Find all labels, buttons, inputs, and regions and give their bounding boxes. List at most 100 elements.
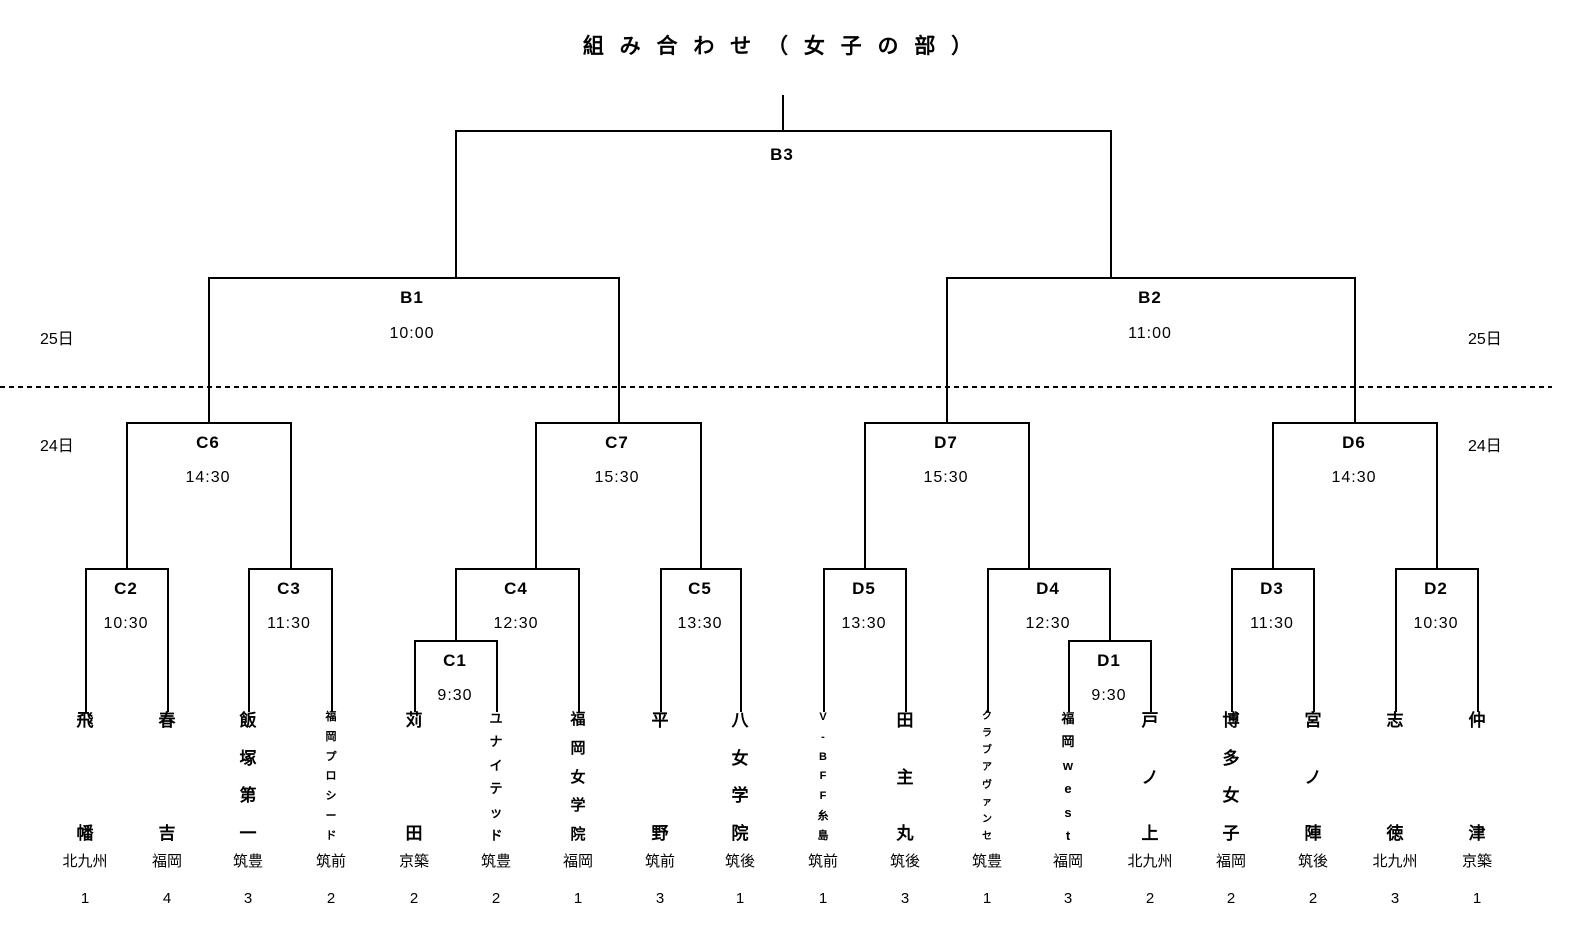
team-name: 仲津 — [1468, 711, 1486, 843]
day-label-right-24: 24日 — [1468, 438, 1502, 455]
match-c4-label: C4 — [504, 579, 528, 598]
team-region: 筑前 — [807, 853, 838, 870]
bracket-line — [126, 422, 128, 568]
bracket-line — [987, 568, 989, 712]
bracket-line — [618, 277, 620, 422]
team-region: 筑前 — [315, 853, 346, 870]
team-column: 仲津 京築 1 — [1437, 712, 1517, 907]
team-seed: 1 — [818, 890, 828, 907]
bracket-line — [208, 277, 210, 422]
team-column: 博多女子 福岡 2 — [1191, 712, 1271, 907]
bracket-line — [740, 568, 742, 712]
bracket-line — [455, 568, 578, 570]
match-d7-time: 15:30 — [923, 469, 969, 486]
team-column: 志徳 北九州 3 — [1355, 712, 1435, 907]
team-region: 筑前 — [644, 853, 675, 870]
team-seed: 3 — [655, 890, 665, 907]
bracket-line — [290, 422, 292, 568]
team-seed: 3 — [900, 890, 910, 907]
match-c6-label: C6 — [196, 433, 220, 452]
bracket-line — [1272, 422, 1436, 424]
team-seed: 1 — [735, 890, 745, 907]
bracket-line — [660, 568, 662, 712]
match-d1-label: D1 — [1097, 651, 1121, 670]
team-seed: 3 — [243, 890, 253, 907]
team-name: 志徳 — [1386, 711, 1404, 843]
match-c6-time: 14:30 — [185, 469, 231, 486]
bracket-line — [864, 422, 866, 568]
team-region: 京築 — [398, 853, 429, 870]
team-region: 筑後 — [724, 853, 755, 870]
team-region: 福岡 — [1215, 853, 1246, 870]
team-name: 飯塚第一 — [239, 711, 257, 843]
bracket-line — [1272, 422, 1274, 568]
team-seed: 2 — [326, 890, 336, 907]
match-b1-label: B1 — [400, 288, 424, 307]
bracket-line — [1477, 568, 1479, 712]
bracket-line — [1110, 130, 1112, 277]
bracket-line — [535, 422, 537, 568]
match-b2-time: 11:00 — [1128, 325, 1172, 342]
team-name: クラブアヴァンセ — [982, 711, 992, 842]
bracket-line — [1395, 568, 1397, 712]
team-region: 北九州 — [1372, 853, 1418, 870]
team-seed: 2 — [491, 890, 501, 907]
team-seed: 2 — [1308, 890, 1318, 907]
bracket-line — [823, 568, 905, 570]
team-name: 宮ノ陣 — [1304, 711, 1322, 843]
match-d6-time: 14:30 — [1331, 469, 1377, 486]
bracket-line — [85, 568, 87, 712]
match-d7-label: D7 — [934, 433, 958, 452]
page-title: 組 み 合 わ せ （ 女 子 の 部 ） — [582, 35, 978, 58]
day-separator-line — [0, 386, 1552, 388]
team-seed: 2 — [409, 890, 419, 907]
team-column: 福岡プロシード 筑前 2 — [291, 711, 371, 908]
match-b2-label: B2 — [1138, 288, 1162, 307]
team-region: 筑豊 — [480, 853, 511, 870]
bracket-line — [1231, 568, 1233, 712]
team-column: 飯塚第一 筑豊 3 — [208, 712, 288, 907]
bracket-line — [455, 568, 457, 640]
bracket-line — [208, 277, 618, 279]
bracket-line — [414, 640, 416, 712]
bracket-line — [1395, 568, 1477, 570]
match-c5-label: C5 — [688, 579, 712, 598]
bracket-line — [1150, 640, 1152, 712]
team-column: 飛幡 北九州 1 — [45, 712, 125, 907]
bracket-line — [660, 568, 740, 570]
bracket-line — [496, 640, 498, 712]
bracket-line — [1354, 277, 1356, 422]
bracket-line — [414, 640, 496, 642]
team-name: 平野 — [651, 711, 669, 843]
match-c1-time: 9:30 — [437, 687, 473, 704]
team-region: 北九州 — [1127, 853, 1173, 870]
bracket-line — [167, 568, 169, 712]
team-region: 筑豊 — [232, 853, 263, 870]
team-region: 北九州 — [62, 853, 108, 870]
team-name: 福岡女学院 — [570, 711, 586, 843]
team-region: 京築 — [1461, 853, 1492, 870]
bracket-line — [248, 568, 250, 712]
match-d3-time: 11:30 — [1250, 615, 1294, 632]
team-seed: 2 — [1145, 890, 1155, 907]
team-region: 筑後 — [1297, 853, 1328, 870]
bracket-line — [823, 568, 825, 712]
team-region: 福岡 — [562, 853, 593, 870]
match-d2-label: D2 — [1424, 579, 1448, 598]
bracket-line — [85, 568, 167, 570]
team-name: 福岡プロシード — [325, 711, 337, 842]
bracket-line — [126, 422, 290, 424]
team-column: 平野 筑前 3 — [620, 712, 700, 907]
bracket-line — [455, 130, 457, 277]
team-seed: 1 — [80, 890, 90, 907]
bracket-line — [1436, 422, 1438, 568]
bracket-line — [1068, 640, 1150, 642]
team-column: 田主丸 筑後 3 — [865, 712, 945, 907]
match-c1-label: C1 — [443, 651, 467, 670]
match-d3-label: D3 — [1260, 579, 1284, 598]
bracket-line — [1109, 568, 1111, 640]
team-column: 八女学院 筑後 1 — [700, 712, 780, 907]
